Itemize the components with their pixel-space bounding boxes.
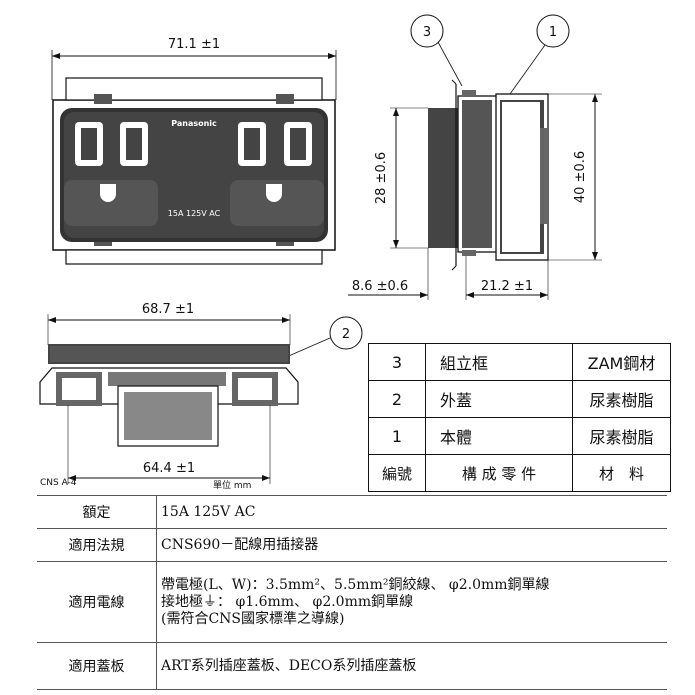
top-width-bottom-dim: 64.4 ±1 [143, 461, 195, 476]
part-name: 組立框 [425, 343, 573, 381]
parts-table: 3 組立框 ZAM鋼材 2 外蓋 尿素樹脂 1 本體 尿素樹脂 編號 構 成 零… [368, 343, 671, 492]
part-material: 尿素樹脂 [572, 380, 671, 418]
header-number: 編號 [368, 454, 426, 492]
callout-3: 3 [423, 25, 431, 40]
spec-line: ART系列插座蓋板、DECO系列插座蓋板 [161, 657, 417, 674]
spec-table: 額定 15A 125V AC 適用法規 CNS690－配線用插接器 適用電線 帶… [37, 495, 667, 690]
brand-logo: Panasonic [171, 119, 217, 128]
spec-row-rating: 額定 15A 125V AC [37, 495, 667, 529]
side-depth-back: 21.2 ±1 [481, 279, 533, 294]
part-name: 本體 [425, 417, 573, 455]
spec-row-wire: 適用電線 帶電極(L、W)：3.5mm²、5.5mm²銅絞線、 φ2.0mm銅單… [37, 562, 667, 643]
callout-2: 2 [342, 327, 350, 342]
spec-line: 帶電極(L、W)：3.5mm²、5.5mm²銅絞線、 φ2.0mm銅單線 [161, 576, 550, 593]
header-material: 材 料 [572, 454, 671, 492]
spec-line: 15A 125V AC [161, 503, 256, 520]
parts-header-row: 編號 構 成 零 件 材 料 [368, 454, 671, 492]
side-height-outer: 40 ±0.6 [573, 151, 588, 203]
spec-line: 接地極⏚： φ1.6mm、 φ2.0mm銅單線 [161, 593, 414, 610]
part-number: 1 [368, 417, 426, 455]
rating-print: 15A 125V AC [168, 209, 221, 218]
parts-row: 2 外蓋 尿素樹脂 [368, 380, 671, 418]
callout-1: 1 [549, 25, 557, 40]
spec-value: 15A 125V AC [157, 496, 667, 528]
unit-label: 單位 mm [213, 481, 252, 491]
part-number: 3 [368, 343, 426, 381]
side-height-inner: 28 ±0.6 [374, 152, 389, 204]
top-width-dim: 68.7 ±1 [142, 302, 194, 317]
spec-value: ART系列插座蓋板、DECO系列插座蓋板 [157, 643, 667, 689]
spec-line: (需符合CNS國家標準之導線) [161, 610, 345, 627]
front-view: 71.1 ±1 Panasonic 15A 125V AC [51, 37, 337, 265]
side-depth-front: 8.6 ±0.6 [352, 279, 408, 294]
spec-line: CNS690－配線用插接器 [161, 536, 319, 553]
side-view: 3 1 28 ±0.6 40 ±0.6 [348, 14, 602, 300]
spec-row-regulation: 適用法規 CNS690－配線用插接器 [37, 529, 667, 562]
spec-label: 適用電線 [37, 562, 157, 642]
part-number: 2 [368, 380, 426, 418]
spec-value: CNS690－配線用插接器 [157, 529, 667, 561]
spec-row-cover: 適用蓋板 ART系列插座蓋板、DECO系列插座蓋板 [37, 643, 667, 690]
spec-label: 適用蓋板 [37, 643, 157, 689]
part-material: ZAM鋼材 [572, 343, 671, 381]
spec-label: 額定 [37, 496, 157, 528]
spec-label: 適用法規 [37, 529, 157, 561]
parts-row: 1 本體 尿素樹脂 [368, 417, 671, 455]
standard-label: CNS A-4 [40, 478, 77, 488]
part-material: 尿素樹脂 [572, 417, 671, 455]
spec-value: 帶電極(L、W)：3.5mm²、5.5mm²銅絞線、 φ2.0mm銅單線 接地極… [157, 562, 667, 642]
header-part: 構 成 零 件 [425, 454, 573, 492]
top-view: 68.7 ±1 2 64.4 ±1 [39, 302, 363, 484]
parts-row: 3 組立框 ZAM鋼材 [368, 343, 671, 381]
part-name: 外蓋 [425, 380, 573, 418]
front-width-dim: 71.1 ±1 [168, 37, 220, 52]
